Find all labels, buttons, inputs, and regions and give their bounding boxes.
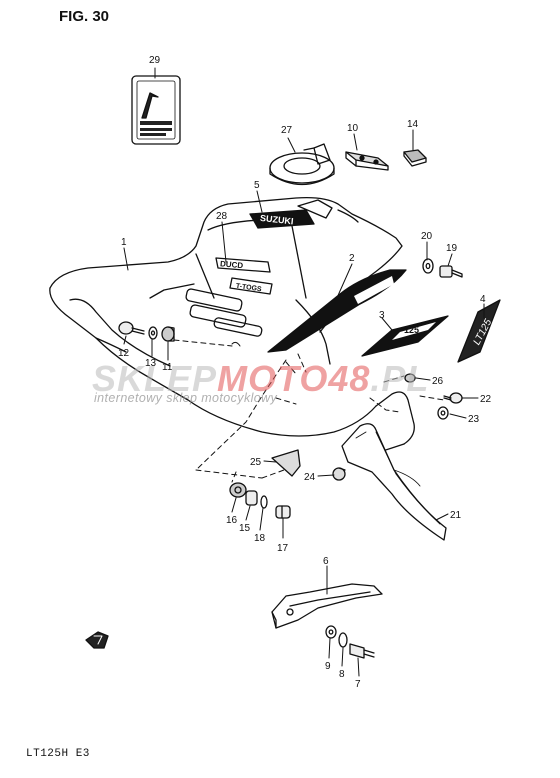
grommet-part-11 [161, 326, 175, 342]
front-fender-part-1: SUZUKI DUCD T-TOGS [49, 196, 415, 459]
bracket-part-10 [345, 151, 389, 171]
watermark-brand-part1: SKLEP [92, 358, 218, 399]
callout-9: 9 [325, 661, 331, 672]
callout-20: 20 [421, 231, 433, 242]
callout-27: 27 [281, 125, 293, 136]
assembly-guide-lines [173, 339, 445, 483]
callout-25: 25 [250, 457, 262, 468]
washer-part-8 [338, 632, 348, 648]
washer-part-23 [437, 406, 449, 420]
bolt-part-22 [443, 392, 463, 404]
watermark-brand-part4: .PL [370, 358, 430, 399]
callout-13: 13 [145, 358, 157, 369]
bolt-part-7 [349, 643, 375, 659]
callout-numbers: 29 27 10 14 5 28 1 2 20 19 4 3 12 13 11 … [118, 55, 492, 690]
ducd-decal-line2: T-TOGS [235, 283, 262, 294]
decal-3-text: 125 [404, 325, 419, 335]
callout-15: 15 [239, 523, 251, 534]
watermark-brand-part2: MOTO [217, 358, 329, 399]
ducd-decal-line1: DUCD [220, 259, 244, 270]
watermark-brand-part3: 48 [328, 358, 371, 399]
callout-11: 11 [162, 362, 173, 373]
warning-label-part [131, 75, 181, 145]
figure-title: FIG. 30 [59, 8, 110, 25]
callout-4: 4 [480, 294, 486, 305]
filler-ring-part [269, 143, 335, 186]
clip-part-25 [271, 449, 301, 477]
callout-7: 7 [355, 679, 361, 690]
callout-21: 21 [450, 510, 462, 521]
leader-lines [123, 67, 485, 677]
watermark-tagline: internetowy sklep motocyklowy [94, 391, 278, 405]
callout-16: 16 [226, 515, 238, 526]
callout-8: 8 [339, 669, 345, 680]
callout-5: 5 [254, 180, 260, 191]
washer-part-9 [325, 625, 337, 639]
callout-26: 26 [432, 376, 444, 387]
callout-14: 14 [407, 119, 419, 130]
watermark-brand: SKLEPMOTO48.PL [92, 358, 429, 400]
callout-28: 28 [216, 211, 228, 222]
callout-29: 29 [149, 55, 161, 66]
suzuki-decal-text: SUZUKI [260, 213, 294, 226]
nut-part-24 [332, 467, 346, 481]
grommet-part-26 [404, 373, 416, 383]
lower-bracket-part-6 [271, 583, 383, 629]
callout-24: 24 [304, 472, 316, 483]
callout-12: 12 [118, 348, 130, 359]
bolt-part-17 [275, 505, 291, 519]
nut-part-16 [229, 482, 247, 498]
washer-part-18 [260, 495, 268, 509]
model-code: LT125H E3 [26, 748, 90, 760]
callout-6: 6 [323, 556, 329, 567]
bolt-part-12 [118, 321, 145, 335]
tank-decal-part-3: 125 [361, 315, 449, 357]
callout-17: 17 [277, 543, 289, 554]
washer-part-13 [148, 326, 158, 340]
callout-10: 10 [347, 123, 359, 134]
collar-part-15 [245, 490, 258, 506]
callout-1: 1 [121, 237, 127, 248]
callout-23: 23 [468, 414, 480, 425]
callout-19: 19 [446, 243, 458, 254]
callout-3: 3 [379, 310, 385, 321]
front-direction-arrow-icon [85, 631, 109, 649]
mudflap-bracket-part-21 [341, 423, 447, 541]
callout-18: 18 [254, 533, 266, 544]
callout-22: 22 [480, 394, 492, 405]
callout-2: 2 [349, 253, 355, 264]
washer-part-20 [422, 258, 434, 274]
bolt-part-19 [439, 265, 463, 278]
clip-part-14 [403, 149, 427, 167]
side-decal-part-4: LT125 [457, 299, 501, 363]
